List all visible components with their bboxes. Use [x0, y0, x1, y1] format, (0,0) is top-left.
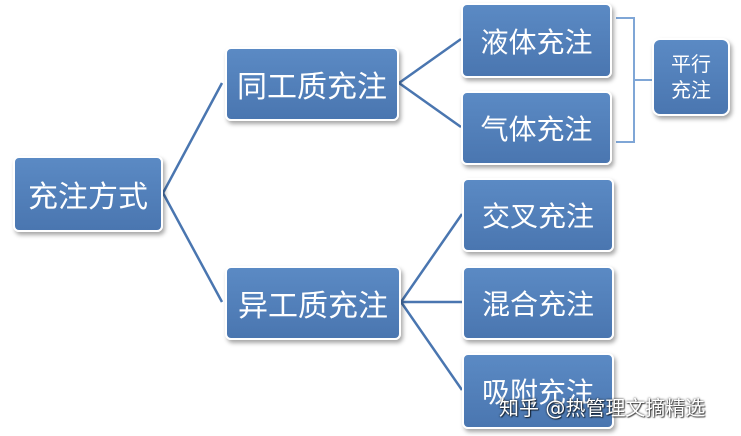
leaf-node-adsorption: 吸附充注 [462, 353, 614, 429]
group-bracket [616, 17, 652, 143]
branch-node-different-medium: 异工质充注 [225, 266, 401, 340]
leaf-node-mixed: 混合充注 [462, 266, 614, 340]
root-node: 充注方式 [13, 156, 163, 232]
leaf-node-liquid-label: 液体充注 [480, 25, 593, 59]
branch-node-different-medium-label: 异工质充注 [238, 289, 388, 324]
leaf-node-liquid: 液体充注 [461, 3, 612, 78]
watermark-text: 知乎 @热管理文摘精选 [499, 396, 706, 420]
root-node-label: 充注方式 [28, 180, 148, 215]
group-node-parallel: 平行 充注 [652, 38, 730, 116]
branch-node-same-medium-label: 同工质充注 [237, 70, 387, 105]
connector-same-medium-children [396, 37, 462, 129]
group-node-parallel-line2: 充注 [671, 78, 711, 102]
leaf-node-gas-label: 气体充注 [480, 113, 593, 146]
leaf-node-cross-label: 交叉充注 [481, 200, 594, 233]
leaf-node-adsorption-label: 吸附充注 [481, 376, 594, 409]
leaf-node-gas: 气体充注 [461, 91, 612, 165]
group-node-parallel-line1: 平行 [671, 52, 711, 76]
leaf-node-cross: 交叉充注 [462, 178, 614, 252]
connector-root-to-same-medium [161, 82, 224, 303]
leaf-node-mixed-label: 混合充注 [481, 288, 594, 321]
branch-node-same-medium: 同工质充注 [225, 47, 399, 121]
